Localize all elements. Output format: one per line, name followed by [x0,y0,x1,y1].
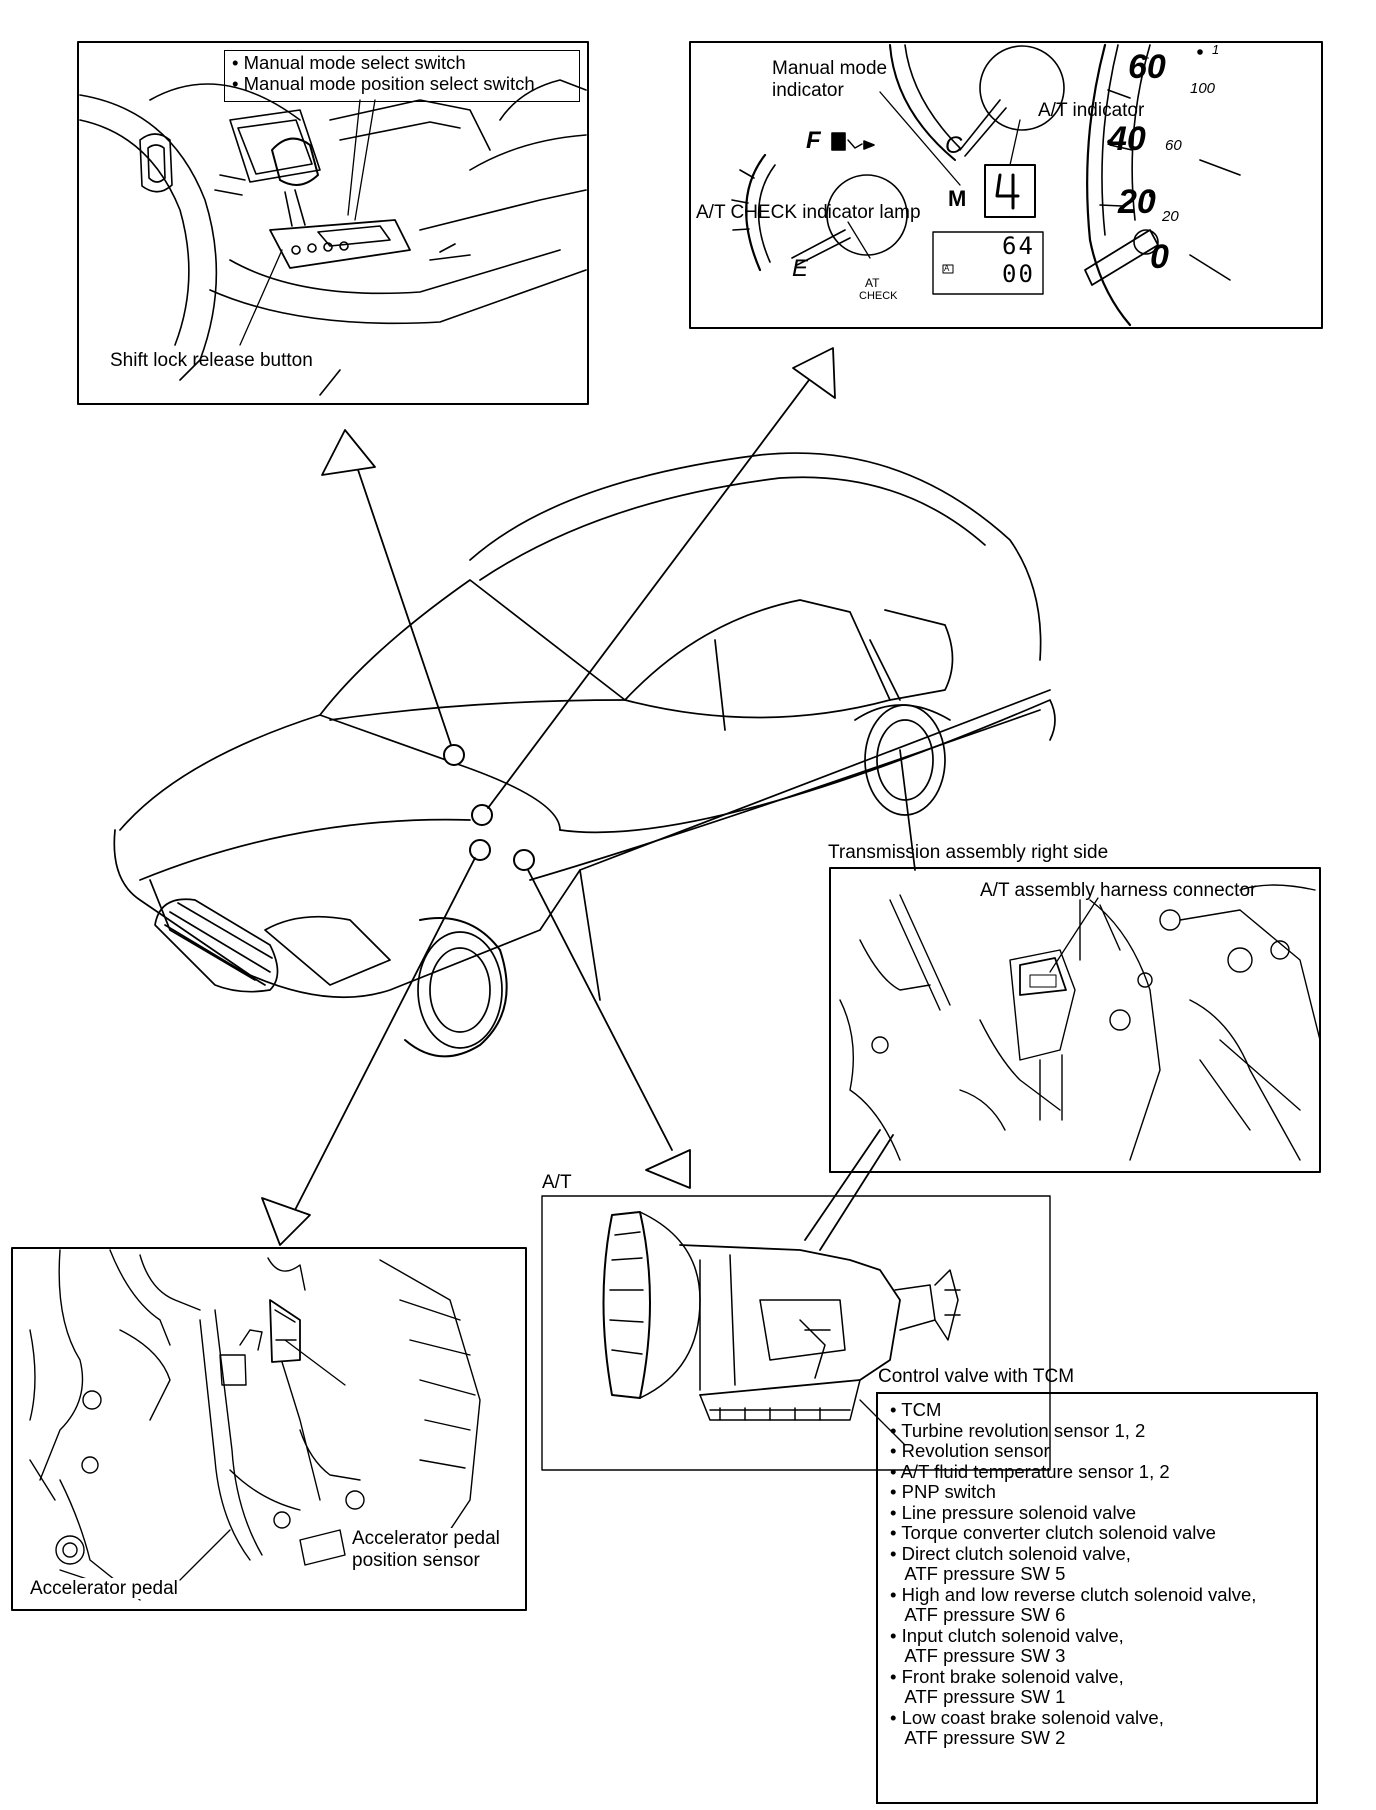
small-mark-60: 60 [1165,137,1182,154]
pedal-drawing [11,1247,527,1611]
control-valve-label: Control valve with TCM [878,1366,1075,1387]
temp-cold-mark: C [945,132,963,159]
pedal-sensor-label-1: Accelerator pedal [352,1528,500,1549]
at-title: A/T [542,1172,572,1193]
component-item: • A/T fluid temperature sensor 1, 2 [890,1460,1170,1482]
speed-mark-0: 0 [1150,238,1169,276]
component-item: ATF pressure SW 2 [890,1727,1066,1748]
small-mark-1: 1 [1212,42,1220,57]
component-item: • Direct clutch solenoid valve, [890,1542,1131,1564]
manual-m-symbol: M [948,186,967,211]
component-item: ATF pressure SW 5 [890,1563,1066,1584]
meter-drawing [689,41,1323,329]
connector-arrows [261,347,894,1251]
component-item: • TCM [890,1399,942,1420]
components-box [876,1392,1318,1804]
fuel-empty-mark: E [792,255,809,282]
manual-mode-indicator-label-2: indicator [772,80,844,101]
component-item: • Front brake solenoid valve, [890,1665,1124,1687]
transmission-right-title: Transmission assembly right side [828,842,1109,863]
odo-upper: 64 [1002,232,1035,260]
component-item: • Turbine revolution sensor 1, 2 [890,1419,1146,1441]
fuel-full-mark: F [806,127,821,154]
at-check-lamp-label: A/T CHECK indicator lamp [696,202,921,223]
small-mark-20: 20 [1162,208,1179,225]
transmission-right-drawing [829,867,1321,1173]
gear-digit: 4 [999,169,1020,211]
at-indicator-label: A/T indicator [1038,100,1145,121]
at-drawing [541,1195,1051,1471]
component-item: • Low coast brake solenoid valve, [890,1706,1164,1728]
component-item: • Input clutch solenoid valve, [890,1624,1124,1646]
component-item: ATF pressure SW 6 [890,1604,1066,1625]
car-drawing [113,452,1056,1058]
at-check-icon-line2: CHECK [859,290,898,302]
switch-callout-list: • Manual mode select switch • Manual mod… [232,52,535,94]
odo-lower: 00 [1002,260,1035,288]
at-check-icon-line1: AT [865,276,880,290]
component-item: ATF pressure SW 3 [890,1645,1066,1666]
components-list: • TCM • Turbine revolution sensor 1, 2 •… [890,1399,1257,1749]
component-item: • Torque converter clutch solenoid valve [890,1522,1216,1543]
component-item: • Revolution sensor [890,1440,1050,1461]
manual-mode-position-select-switch-label: • Manual mode position select switch [232,72,535,94]
harness-connector-label: A/T assembly harness connector [980,880,1257,901]
speed-mark-60: 60 [1128,48,1166,86]
manual-mode-select-switch-label: • Manual mode select switch [232,52,466,73]
accelerator-pedal-label: Accelerator pedal [30,1578,178,1599]
shift-lock-release-label: Shift lock release button [110,350,313,371]
speed-mark-40: 40 [1108,120,1146,158]
component-item: • PNP switch [890,1481,996,1502]
component-item: • Line pressure solenoid valve [890,1501,1137,1523]
component-item: • High and low reverse clutch solenoid v… [890,1583,1257,1605]
component-item: ATF pressure SW 1 [890,1686,1066,1707]
shift-console-drawing [77,41,589,405]
speed-mark-20: 20 [1118,183,1156,221]
odo-mark: A [944,264,950,273]
switch-callout-box [224,50,580,102]
manual-mode-indicator-label-1: Manual mode [772,58,888,79]
small-mark-100: 100 [1190,80,1216,97]
pedal-sensor-label-2: position sensor [352,1550,480,1571]
